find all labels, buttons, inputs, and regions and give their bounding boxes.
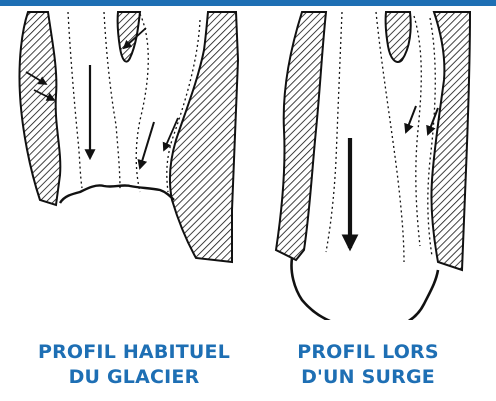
caption-surge-line2: D'UN SURGE [258,365,478,390]
caption-surge-line1: PROFIL LORS [258,340,478,365]
glacier-flowline [414,16,421,246]
glacier-flowline [326,12,342,252]
glacier-front [60,185,174,203]
right-valley-wall [170,12,238,262]
right-valley-wall [431,12,470,270]
glacier-profiles-diagram [0,0,496,320]
flow-arrow [406,106,416,132]
caption-normal-profile: PROFIL HABITUEL DU GLACIER [24,340,244,390]
caption-surge-profile: PROFIL LORS D'UN SURGE [258,340,478,390]
glacier-flowline [68,12,82,188]
surge-glacier-panel [276,12,470,320]
left-valley-wall [19,12,60,205]
flow-arrow [140,122,154,168]
glacier-flowline [136,14,148,192]
normal-glacier-panel [19,12,238,262]
caption-normal-line2: DU GLACIER [24,365,244,390]
central-ridge [386,12,411,62]
left-valley-wall [276,12,326,260]
caption-normal-line1: PROFIL HABITUEL [24,340,244,365]
glacier-front [291,258,438,320]
glacier-flowline [104,12,120,190]
